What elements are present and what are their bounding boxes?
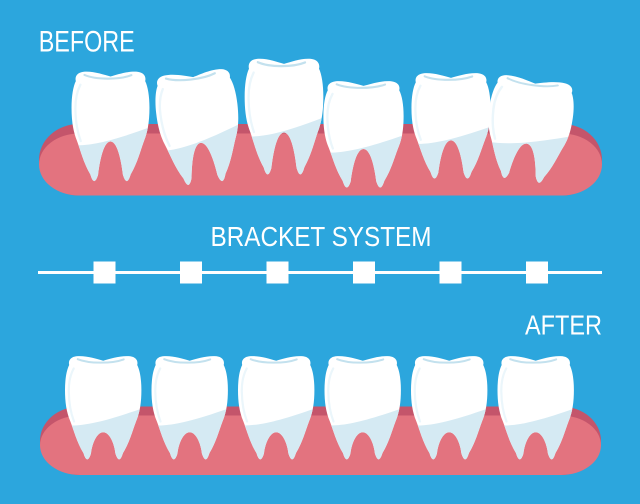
- svg-text:AFTER: AFTER: [525, 310, 602, 341]
- svg-text:BRACKET SYSTEM: BRACKET SYSTEM: [211, 221, 432, 252]
- svg-text:BEFORE: BEFORE: [39, 25, 135, 58]
